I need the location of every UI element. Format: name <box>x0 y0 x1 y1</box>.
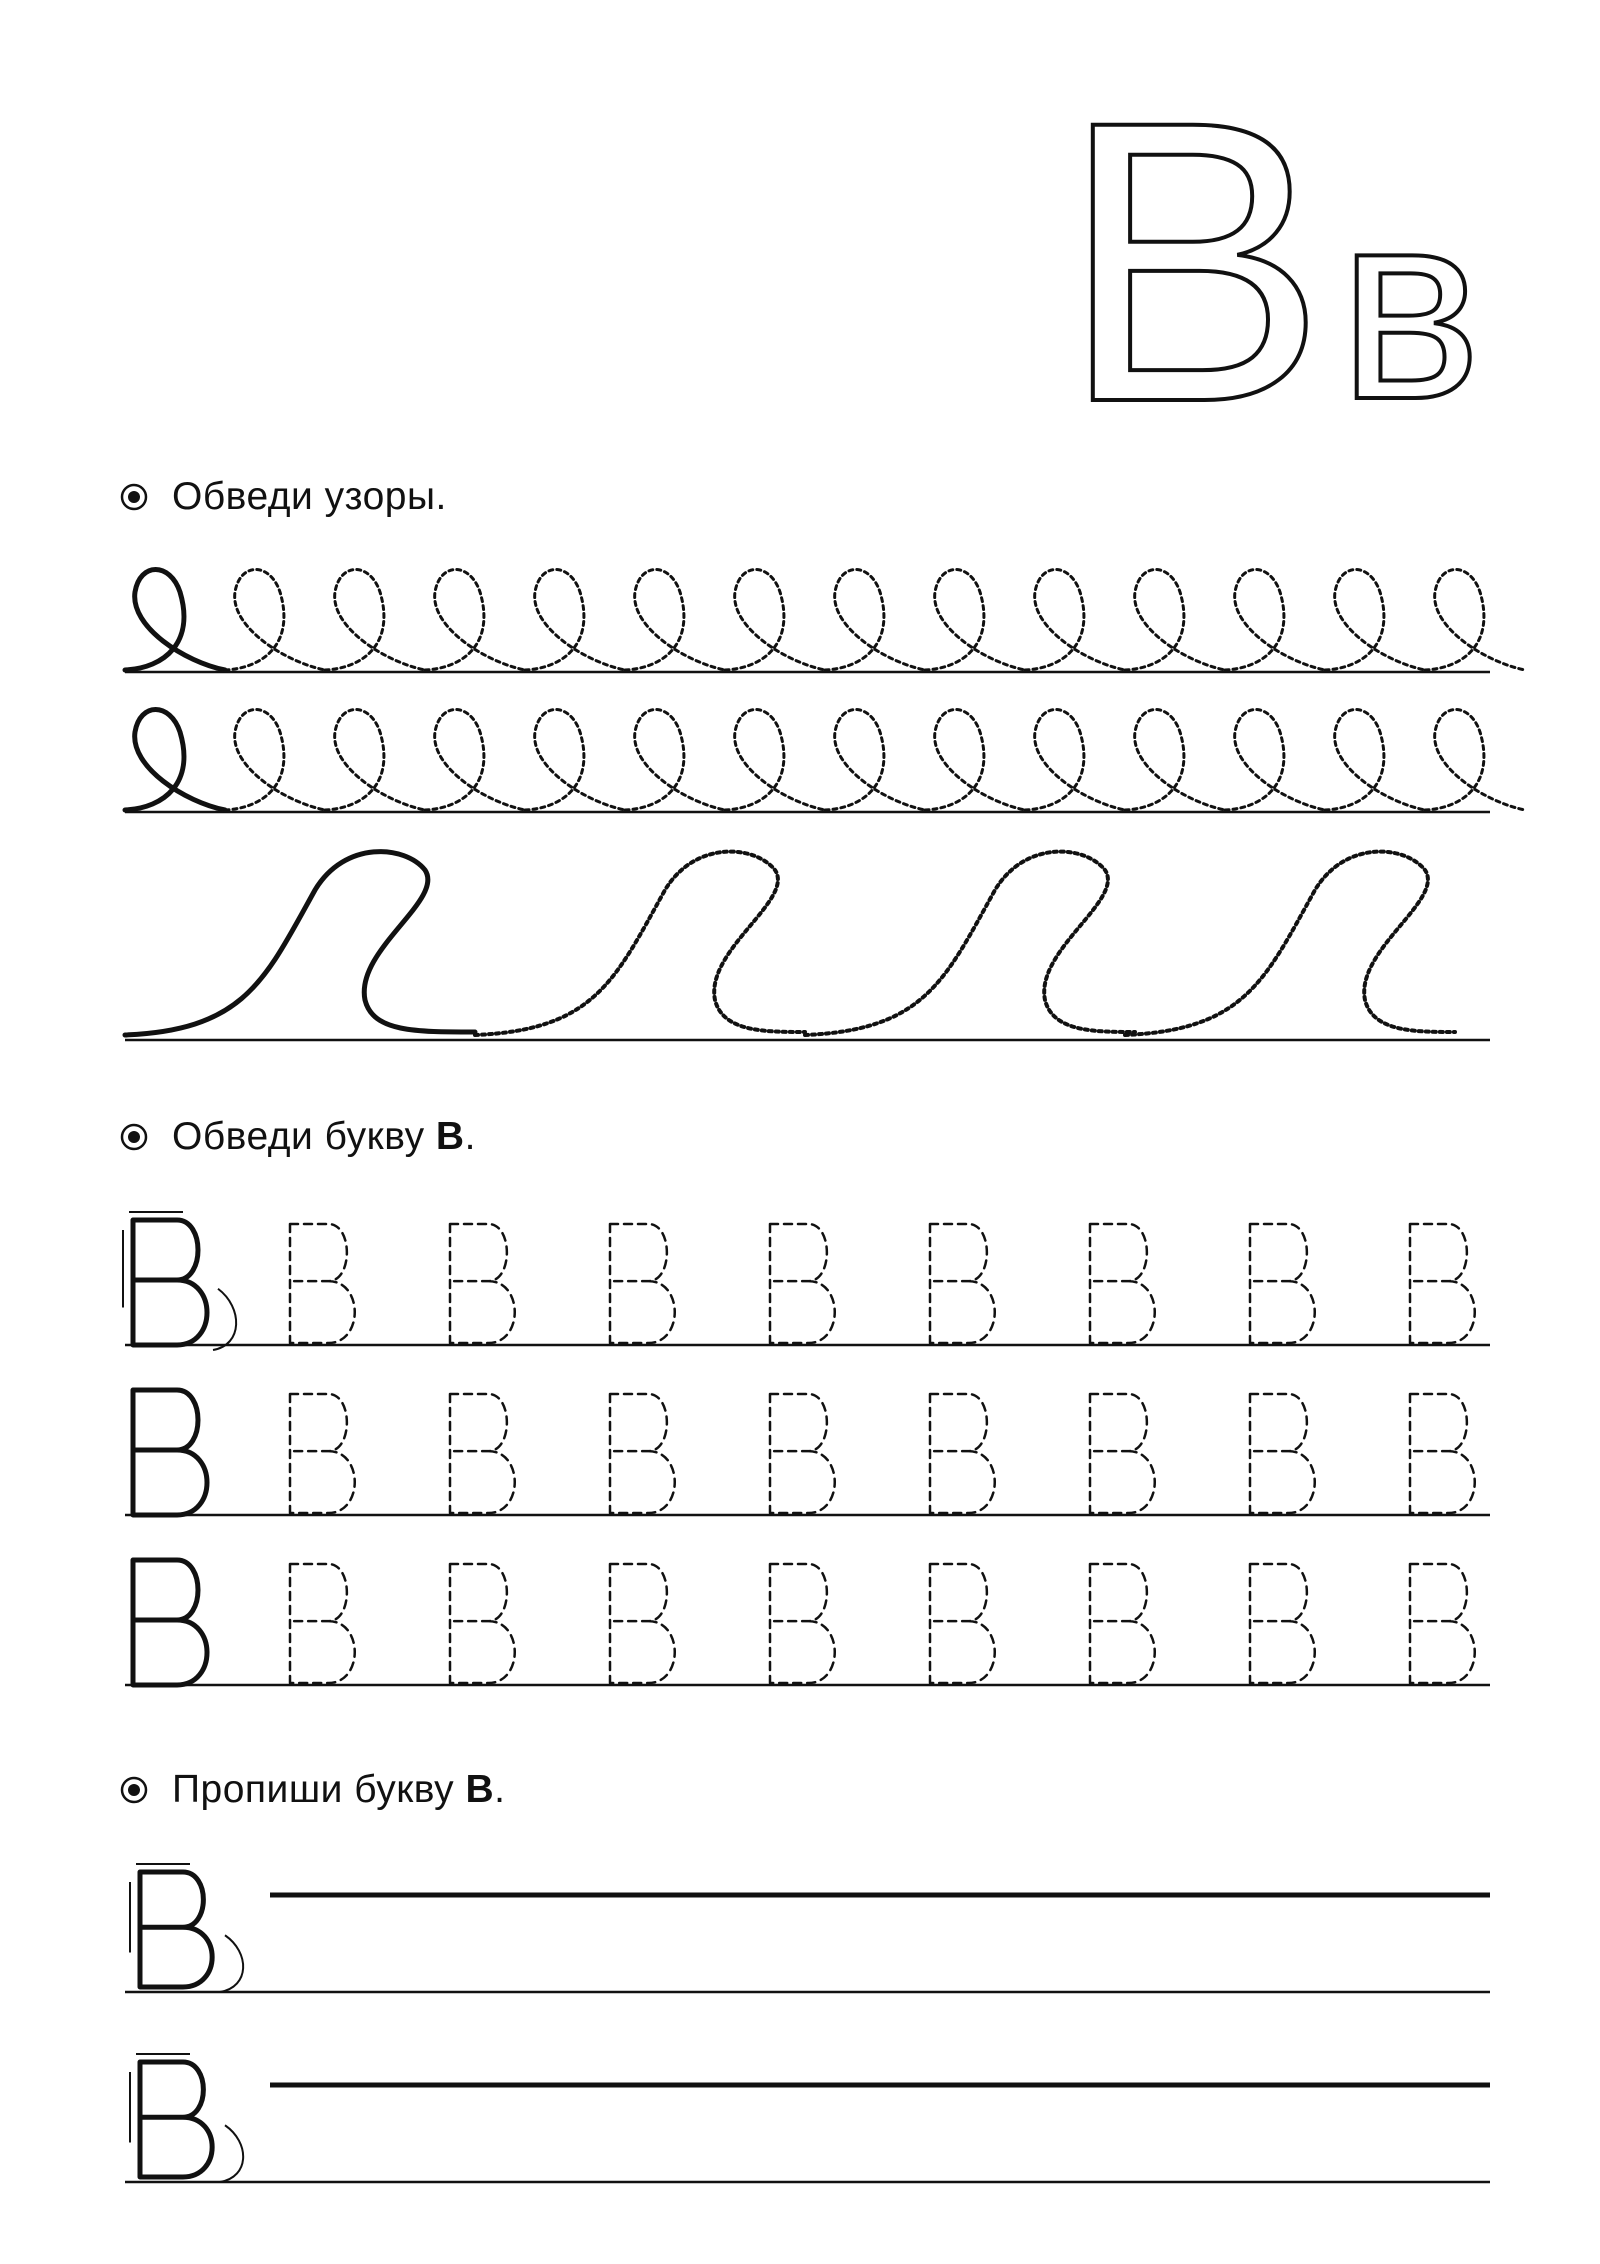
flower-bullet-icon <box>120 483 148 511</box>
letter-b-dashed <box>1248 1562 1316 1685</box>
wave-pattern-dotted <box>473 849 807 1037</box>
letter-b-model <box>130 1387 210 1518</box>
letter-b-model <box>137 1869 215 1990</box>
letter-b-dashed <box>928 1222 996 1345</box>
letter-b-dashed <box>1248 1222 1316 1345</box>
stroke-guide-arrow <box>219 2124 245 2183</box>
letter-b-dashed <box>1248 1392 1316 1515</box>
loop-pattern-dotted <box>1123 568 1227 672</box>
loop-pattern-dotted <box>523 708 627 812</box>
loop-pattern-dotted <box>223 708 327 812</box>
instruction-text: Пропиши букву <box>172 1768 455 1811</box>
loop-pattern-solid <box>122 567 228 673</box>
instruction-trace-letter: Обведи букву В. <box>120 1115 476 1159</box>
letter-b-dashed <box>928 1562 996 1685</box>
letter-b-dashed <box>288 1562 356 1685</box>
loop-pattern-dotted <box>323 568 427 672</box>
instruction-letter: В <box>435 1115 465 1158</box>
loop-pattern-dotted <box>623 708 727 812</box>
letter-b-dashed <box>928 1392 996 1515</box>
letter-b-dashed <box>768 1562 836 1685</box>
loop-pattern-dotted <box>823 708 927 812</box>
loop-pattern-dotted <box>523 568 627 672</box>
loop-pattern-dotted <box>1223 708 1327 812</box>
loop-pattern-dotted <box>923 708 1027 812</box>
letter-b-model <box>130 1217 210 1348</box>
letter-b-dashed <box>288 1392 356 1515</box>
loop-pattern-dotted <box>1423 708 1527 812</box>
letter-b-dashed <box>448 1392 516 1515</box>
letter-b-dashed <box>288 1222 356 1345</box>
letter-b-dashed <box>448 1222 516 1345</box>
loop-pattern-dotted <box>923 568 1027 672</box>
loop-pattern-dotted <box>623 568 727 672</box>
flower-bullet-icon <box>120 1123 148 1151</box>
instruction-trace-patterns: Обведи узоры. <box>120 475 447 519</box>
header-uppercase-letter: B <box>1060 80 1327 420</box>
letter-b-dashed <box>768 1392 836 1515</box>
loop-pattern-dotted <box>723 568 827 672</box>
letter-b-dashed <box>1088 1392 1156 1515</box>
instruction-text: Обведи букву <box>172 1115 425 1158</box>
loop-pattern-dotted <box>823 568 927 672</box>
instruction-letter: В <box>465 1768 495 1811</box>
letter-b-dashed <box>1408 1562 1476 1685</box>
loop-pattern-dotted <box>223 568 327 672</box>
instruction-write-letter: Пропиши букву В. <box>120 1768 506 1812</box>
letter-b-dashed <box>1088 1562 1156 1685</box>
instruction-text: Обведи узоры. <box>172 475 447 518</box>
letter-b-model <box>130 1557 210 1688</box>
letter-b-model <box>137 2059 215 2180</box>
loop-pattern-dotted <box>1023 708 1127 812</box>
loop-pattern-dotted <box>1323 708 1427 812</box>
stroke-guide-arrow <box>219 1934 245 1993</box>
wave-pattern-dotted <box>1123 849 1457 1037</box>
loop-pattern-dotted <box>323 708 427 812</box>
header-lowercase-letter: в <box>1338 155 1481 420</box>
loop-pattern-dotted <box>423 568 527 672</box>
loop-pattern-dotted <box>1323 568 1427 672</box>
letter-b-dashed <box>608 1222 676 1345</box>
outlined-letters-graphic: B в <box>1060 80 1483 420</box>
letter-b-dashed <box>1088 1222 1156 1345</box>
wave-pattern-solid <box>122 849 478 1038</box>
letter-b-dashed <box>1408 1222 1476 1345</box>
loop-pattern-dotted <box>423 708 527 812</box>
header-letters: B в <box>1060 80 1560 420</box>
wave-pattern-dotted <box>803 849 1137 1037</box>
letter-b-dashed <box>608 1562 676 1685</box>
letter-b-dashed <box>448 1562 516 1685</box>
instruction-period: . <box>464 1115 476 1158</box>
instruction-period: . <box>494 1768 506 1811</box>
loop-pattern-dotted <box>1223 568 1327 672</box>
flower-bullet-icon <box>120 1776 148 1804</box>
stroke-guide-arrow <box>212 1287 238 1351</box>
letter-b-dashed <box>608 1392 676 1515</box>
loop-pattern-dotted <box>1023 568 1127 672</box>
letter-b-dashed <box>768 1222 836 1345</box>
loop-pattern-dotted <box>1123 708 1227 812</box>
loop-pattern-solid <box>122 707 228 813</box>
loop-pattern-dotted <box>723 708 827 812</box>
letter-b-dashed <box>1408 1392 1476 1515</box>
loop-pattern-dotted <box>1423 568 1527 672</box>
